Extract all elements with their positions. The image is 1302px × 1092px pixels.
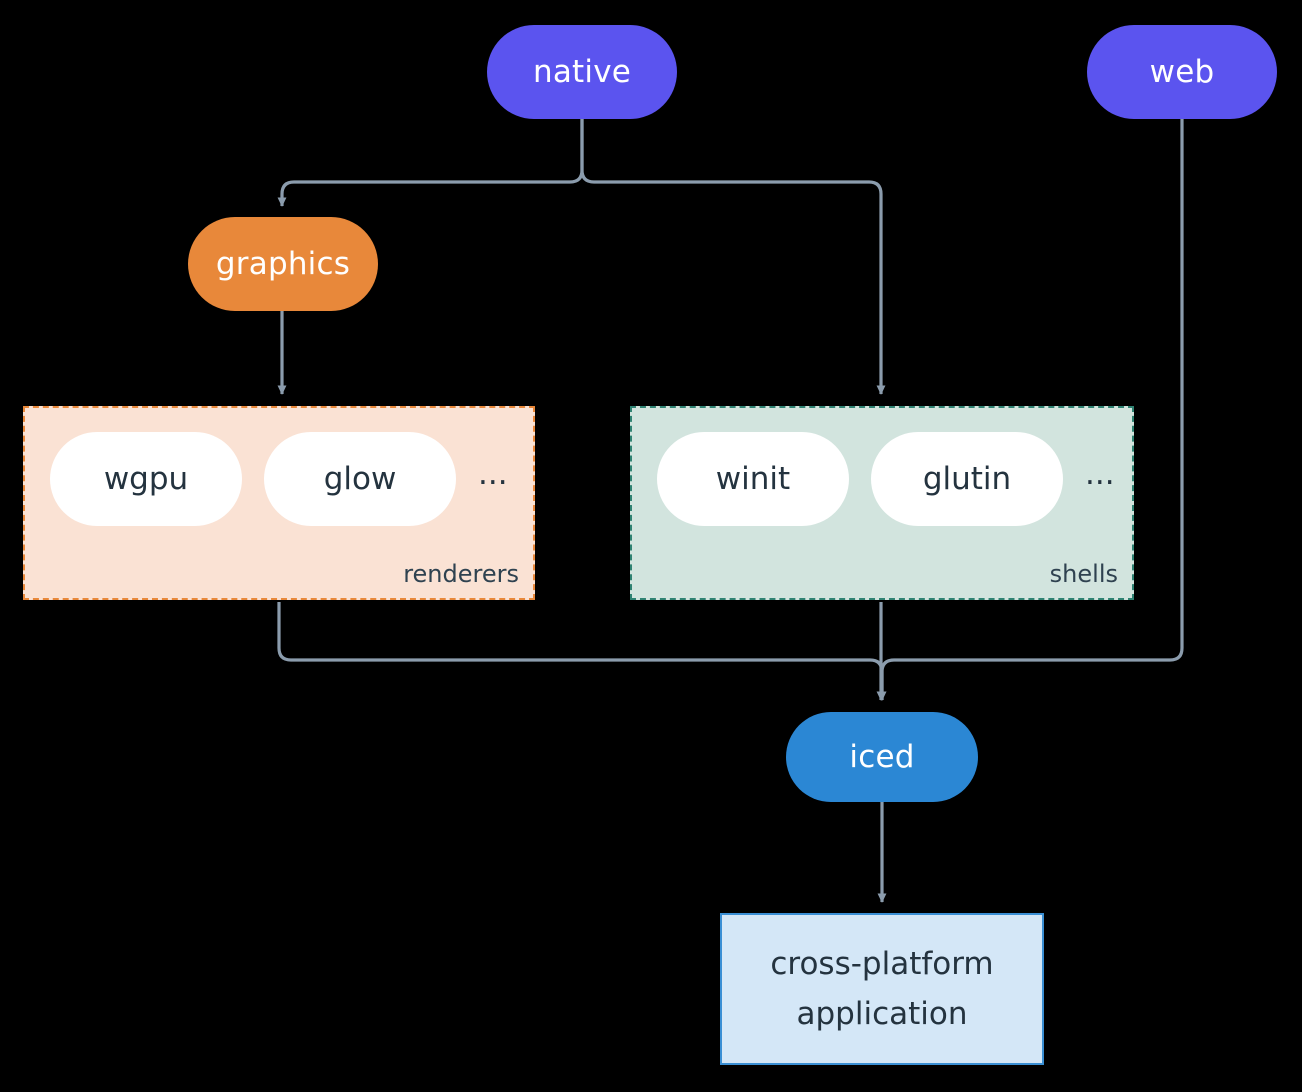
node-cross-platform-application[interactable]: cross-platform application [720,913,1044,1065]
renderer-item-glow[interactable]: glow [264,432,456,526]
shell-item-winit[interactable]: winit [657,432,849,526]
application-label-line1: cross-platform [770,945,994,982]
renderers-ellipsis: ... [478,455,508,492]
edge-native-to-graphics [277,119,584,207]
shell-item-glutin[interactable]: glutin [871,432,1063,526]
shells-ellipsis: ... [1085,455,1115,492]
group-renderers: wgpu glow ... renderers [23,406,535,600]
group-label-shells: shells [1049,560,1118,588]
shells-item-row: winit glutin ... [632,430,1132,528]
edge-native-to-shells [580,119,886,395]
renderers-item-row: wgpu glow ... [25,430,533,528]
node-web[interactable]: web [1087,25,1277,119]
node-iced[interactable]: iced [786,712,978,802]
node-native[interactable]: native [487,25,677,119]
group-label-renderers: renderers [403,560,519,588]
group-shells: winit glutin ... shells [630,406,1134,600]
renderer-item-wgpu[interactable]: wgpu [50,432,242,526]
application-label-line2: application [796,996,968,1032]
edge-renderers-to-iced [277,602,887,701]
node-graphics[interactable]: graphics [188,217,378,311]
